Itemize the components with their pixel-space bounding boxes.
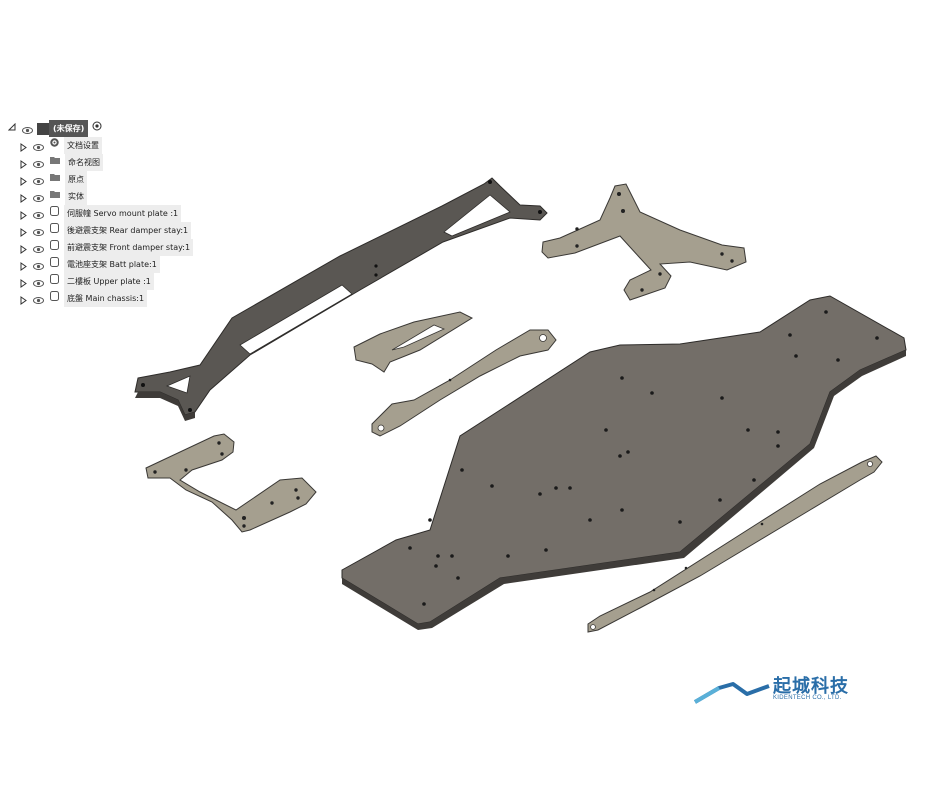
browser-item-row[interactable]: 伺服幢 Servo mount plate :1 xyxy=(8,205,208,222)
visibility-eye-icon[interactable] xyxy=(33,294,44,304)
browser-item-row[interactable]: 命名视图 xyxy=(8,154,208,171)
browser-item-row[interactable]: 電池座支架 Batt plate:1 xyxy=(8,256,208,273)
visibility-eye-icon[interactable] xyxy=(33,277,44,287)
batt-plate[interactable] xyxy=(145,433,317,533)
browser-item-row[interactable]: 原点 xyxy=(8,171,208,188)
browser-item-label: 文档设置 xyxy=(64,137,102,154)
component-icon xyxy=(49,222,60,240)
folder-icon xyxy=(49,188,61,205)
browser-item-row[interactable]: 後避震支架 Rear damper stay:1 xyxy=(8,222,208,239)
component-icon xyxy=(49,239,60,257)
browser-item-row[interactable]: 文档设置 xyxy=(8,137,208,154)
visibility-eye-icon[interactable] xyxy=(33,175,44,185)
browser-item-row[interactable]: 二樓板 Upper plate :1 xyxy=(8,273,208,290)
component-icon xyxy=(49,205,60,223)
visibility-eye-icon[interactable] xyxy=(33,158,44,168)
logo-mark-icon xyxy=(693,682,770,704)
visibility-eye-icon[interactable] xyxy=(22,124,33,134)
expand-triangle-icon[interactable] xyxy=(20,226,27,237)
browser-root-row[interactable]: (未保存) xyxy=(7,120,208,137)
expand-triangle-icon[interactable] xyxy=(20,158,27,169)
browser-item-label: 後避震支架 Rear damper stay:1 xyxy=(64,222,192,239)
logo-name-en: KIDENTECH CO., LTD. xyxy=(773,695,842,701)
servo-mount-plate[interactable] xyxy=(353,311,474,373)
expand-triangle-icon[interactable] xyxy=(20,192,27,203)
visibility-eye-icon[interactable] xyxy=(33,141,44,151)
browser-item-row[interactable]: 实体 xyxy=(8,188,208,205)
main-chassis[interactable] xyxy=(341,295,907,630)
expand-triangle-icon[interactable] xyxy=(20,243,27,254)
visibility-eye-icon[interactable] xyxy=(33,209,44,219)
browser-item-label: 实体 xyxy=(65,188,87,205)
rear-damper-stay[interactable] xyxy=(541,183,747,301)
expand-triangle-icon[interactable] xyxy=(20,260,27,271)
visibility-eye-icon[interactable] xyxy=(33,260,44,270)
document-icon xyxy=(37,122,49,135)
component-icon xyxy=(49,256,60,274)
browser-item-row[interactable]: 底盤 Main chassis:1 xyxy=(8,290,208,307)
browser-item-label: 命名视图 xyxy=(65,154,103,171)
browser-item-label: 電池座支架 Batt plate:1 xyxy=(64,256,160,273)
expand-triangle-icon[interactable] xyxy=(20,277,27,288)
component-icon xyxy=(49,273,60,291)
folder-icon xyxy=(49,154,61,171)
collapse-icon[interactable] xyxy=(7,120,18,137)
browser-item-row[interactable]: 前避震支架 Front damper stay:1 xyxy=(8,239,208,256)
upper-plate[interactable] xyxy=(134,177,548,421)
visibility-eye-icon[interactable] xyxy=(33,192,44,202)
front-damper-stay[interactable] xyxy=(371,329,557,437)
browser-item-label: 原点 xyxy=(65,171,87,188)
folder-icon xyxy=(49,171,61,188)
browser-tree: (未保存) 文档设置命名视图原点实体伺服幢 Servo mount plate … xyxy=(7,120,208,307)
browser-item-label: 伺服幢 Servo mount plate :1 xyxy=(64,205,182,222)
expand-triangle-icon[interactable] xyxy=(20,209,27,220)
side-rail[interactable] xyxy=(587,455,883,633)
expand-triangle-icon[interactable] xyxy=(20,294,27,305)
gear-icon xyxy=(49,137,60,154)
activate-radio-icon[interactable] xyxy=(92,120,102,137)
visibility-eye-icon[interactable] xyxy=(33,226,44,236)
visibility-eye-icon[interactable] xyxy=(33,243,44,253)
root-label: (未保存) xyxy=(49,120,89,137)
company-logo: 起城科技 KIDENTECH CO., LTD. xyxy=(693,670,863,706)
component-icon xyxy=(49,290,60,308)
browser-item-label: 底盤 Main chassis:1 xyxy=(64,290,148,307)
logo-name-cn: 起城科技 xyxy=(773,676,849,697)
browser-item-label: 二樓板 Upper plate :1 xyxy=(64,273,154,290)
expand-triangle-icon[interactable] xyxy=(20,141,27,152)
browser-item-label: 前避震支架 Front damper stay:1 xyxy=(64,239,194,256)
expand-triangle-icon[interactable] xyxy=(20,175,27,186)
